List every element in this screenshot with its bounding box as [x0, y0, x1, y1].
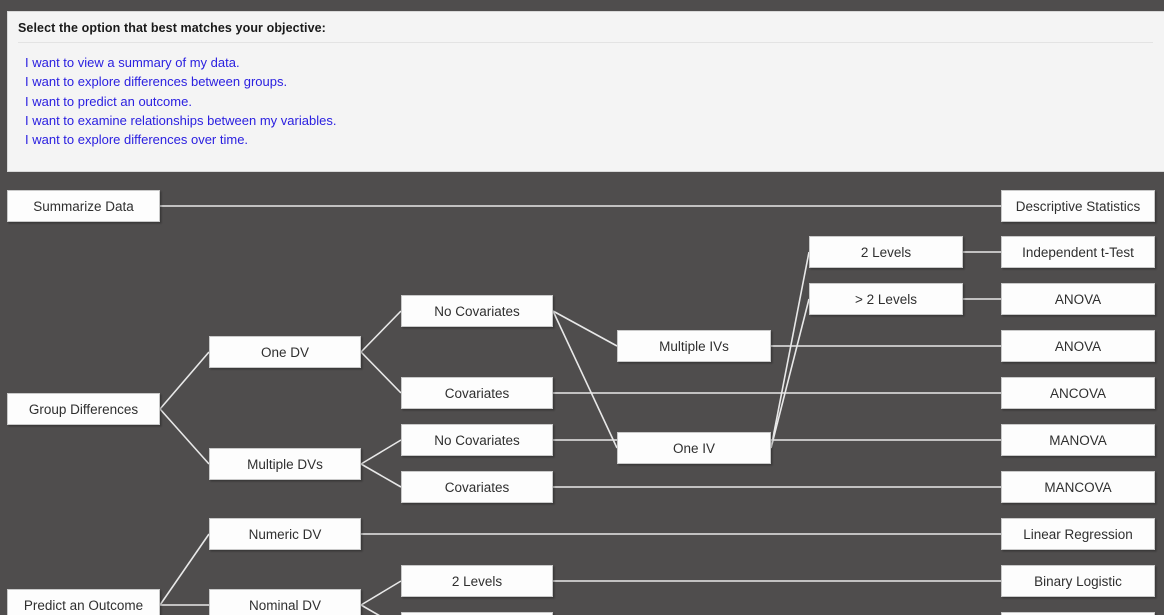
node-ancova[interactable]: ANCOVA — [1001, 377, 1155, 409]
node-anova-1[interactable]: ANOVA — [1001, 283, 1155, 315]
node-one-dv[interactable]: One DV — [209, 336, 361, 368]
node-nominal-dv[interactable]: Nominal DV — [209, 589, 361, 615]
edge-nominaldv-to-2levelsb — [360, 580, 402, 606]
objective-link-predict[interactable]: I want to predict an outcome. — [25, 93, 192, 109]
edge-groupdiff-to-multipledvs — [159, 408, 210, 465]
objective-panel-heading: Select the option that best matches your… — [18, 21, 326, 35]
node-summarize-data[interactable]: Summarize Data — [7, 190, 160, 222]
node-no-covariates-b[interactable]: No Covariates — [401, 424, 553, 456]
node-manova[interactable]: MANOVA — [1001, 424, 1155, 456]
edge-multipledvs-to-nocovb — [360, 439, 402, 465]
edge-multipledvs-to-covb — [360, 463, 402, 488]
edge-oneiv-to-gt2levels — [770, 298, 810, 449]
objective-link-group-diff[interactable]: I want to explore differences between gr… — [25, 74, 288, 90]
node-descriptive-statistics[interactable]: Descriptive Statistics — [1001, 190, 1155, 222]
objective-panel-divider — [18, 42, 1153, 43]
node-covariates-a[interactable]: Covariates — [401, 377, 553, 409]
objective-link-list: I want to view a summary of my data. I wa… — [25, 53, 1125, 149]
node-independent-t-test[interactable]: Independent t-Test — [1001, 236, 1155, 268]
edge-onedv-to-cov — [360, 351, 402, 394]
edge-predict-to-numericdv — [159, 533, 210, 606]
node-predict-an-outcome[interactable]: Predict an Outcome — [7, 589, 160, 615]
objective-link-over-time[interactable]: I want to explore differences over time. — [25, 132, 249, 148]
edge-groupdiff-to-onedv — [159, 351, 210, 410]
objective-panel: Select the option that best matches your… — [7, 11, 1164, 172]
node-result-bottom[interactable] — [1001, 612, 1155, 615]
node-numeric-dv[interactable]: Numeric DV — [209, 518, 361, 550]
edge-nocov-to-multipleivs — [552, 310, 618, 347]
objective-link-summary[interactable]: I want to view a summary of my data. — [25, 55, 240, 70]
node-covariates-b[interactable]: Covariates — [401, 471, 553, 503]
edge-oneiv-to-2levels — [770, 251, 810, 449]
node-multiple-dvs[interactable]: Multiple DVs — [209, 448, 361, 480]
node-mancova[interactable]: MANCOVA — [1001, 471, 1155, 503]
node-gt-2-levels-b[interactable] — [401, 612, 553, 615]
node-one-iv[interactable]: One IV — [617, 432, 771, 464]
node-linear-regression[interactable]: Linear Regression — [1001, 518, 1155, 550]
node-2-levels-b[interactable]: 2 Levels — [401, 565, 553, 597]
node-group-differences[interactable]: Group Differences — [7, 393, 160, 425]
edge-nominaldv-to-gt2levelsb — [360, 604, 380, 615]
node-gt-2-levels-a[interactable]: > 2 Levels — [809, 283, 963, 315]
objective-link-relationships[interactable]: I want to examine relationships between … — [25, 112, 337, 128]
node-multiple-ivs[interactable]: Multiple IVs — [617, 330, 771, 362]
edge-nocov-to-oneiv — [552, 310, 618, 449]
node-no-covariates-a[interactable]: No Covariates — [401, 295, 553, 327]
edge-onedv-to-nocov — [360, 310, 402, 353]
node-binary-logistic[interactable]: Binary Logistic — [1001, 565, 1155, 597]
node-2-levels-a[interactable]: 2 Levels — [809, 236, 963, 268]
decision-tree-edges — [159, 205, 1001, 615]
node-anova-2[interactable]: ANOVA — [1001, 330, 1155, 362]
